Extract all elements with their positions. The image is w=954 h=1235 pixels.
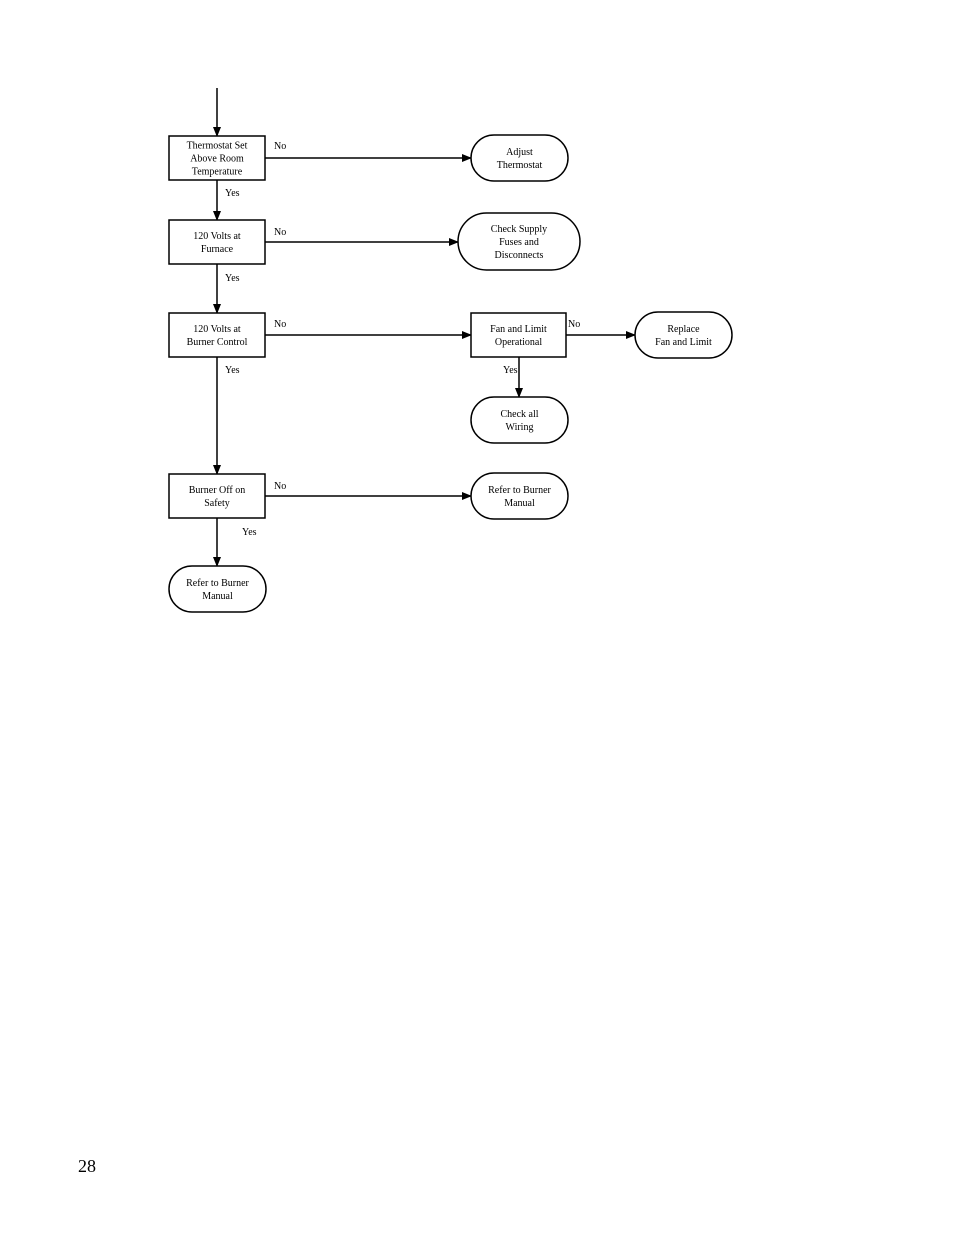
edge-label-no: No — [274, 319, 286, 330]
node-text-line: Adjust — [506, 147, 533, 158]
terminal-oval — [168, 565, 267, 613]
node-text-line: Manual — [202, 591, 233, 602]
process-box — [470, 312, 567, 358]
edge-label-yes: Yes — [225, 365, 240, 376]
node-text-line: Above Room — [190, 154, 244, 165]
terminal-oval — [634, 311, 733, 359]
node-text-line: Thermostat — [497, 160, 543, 171]
edge-label-no: No — [274, 227, 286, 238]
node-text-line: Thermostat Set — [187, 141, 248, 152]
edge-label-no: No — [274, 481, 286, 492]
node-text-line: Safety — [204, 498, 230, 509]
node-text-line: 120 Volts at — [193, 324, 241, 335]
process-box — [168, 312, 266, 358]
node-text-line: Manual — [504, 498, 535, 509]
node-text-line: 120 Volts at — [193, 231, 241, 242]
node-volts-furnace: 120 Volts at Furnace — [168, 219, 266, 265]
node-text-line: Refer to Burner — [186, 578, 249, 589]
edge-label-yes: Yes — [503, 365, 518, 376]
node-text-line: Check all — [500, 409, 538, 420]
node-text-line: Fan and Limit — [655, 337, 712, 348]
node-burner-off: Burner Off on Safety — [168, 473, 266, 519]
edge-label-yes: Yes — [225, 273, 240, 284]
node-text-line: Burner Control — [187, 337, 248, 348]
node-text-line: Refer to Burner — [488, 485, 551, 496]
process-box — [168, 135, 266, 181]
terminal-oval — [470, 134, 569, 182]
node-text-line: Replace — [667, 324, 700, 335]
node-volts-burner: 120 Volts at Burner Control — [168, 312, 266, 358]
node-text-line: Check Supply — [491, 224, 547, 235]
edge-label-yes: Yes — [242, 527, 257, 538]
node-text-line: Disconnects — [495, 250, 544, 261]
node-text-line: Fan and Limit — [490, 324, 547, 335]
node-text-line: Wiring — [506, 422, 534, 433]
node-text-line: Fuses and — [499, 237, 539, 248]
node-text-line: Operational — [495, 337, 542, 348]
edge-label-yes: Yes — [225, 188, 240, 199]
edge-label-no: No — [274, 141, 286, 152]
process-box — [168, 473, 266, 519]
node-text-line: Furnace — [201, 244, 234, 255]
edge-label-no: No — [568, 319, 580, 330]
terminal-oval — [457, 212, 581, 271]
node-text-line: Temperature — [192, 167, 243, 178]
terminal-oval — [470, 472, 569, 520]
terminal-oval — [470, 396, 569, 444]
page-number: 28 — [78, 1156, 96, 1176]
process-box — [168, 219, 266, 265]
node-text-line: Burner Off on — [189, 485, 245, 496]
